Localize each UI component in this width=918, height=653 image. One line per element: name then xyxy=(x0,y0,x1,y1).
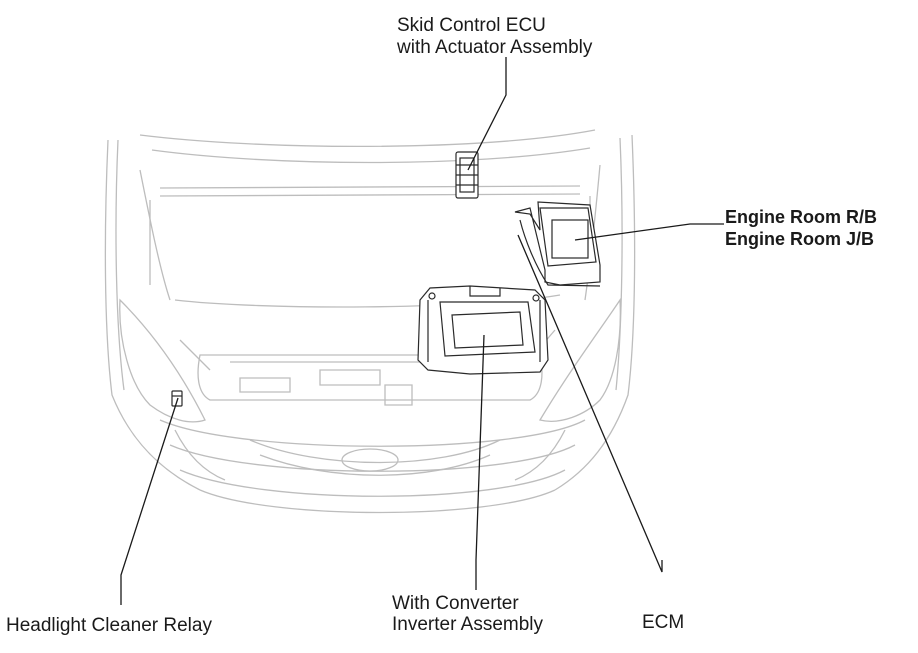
skid-control-ecu-component xyxy=(455,151,479,199)
headlight-cleaner-relay-component xyxy=(171,390,183,407)
leader-converter xyxy=(475,334,485,590)
leader-lines xyxy=(120,57,724,605)
label-converter-line2: Inverter Assembly xyxy=(392,614,543,635)
leader-ecm xyxy=(517,234,663,573)
label-converter-line1: With Converter xyxy=(392,593,519,614)
leader-engine-room xyxy=(574,223,724,241)
label-ecm: ECM xyxy=(642,612,685,633)
label-engine-room-jb: Engine Room J/B xyxy=(725,229,875,249)
converter-inverter-component xyxy=(417,285,549,375)
label-headlight-cleaner-relay: Headlight Cleaner Relay xyxy=(6,615,212,636)
engine-room-rb-jb-component xyxy=(514,201,601,287)
label-skid-control-ecu-line1: Skid Control ECU xyxy=(397,15,546,36)
car-outline xyxy=(104,129,636,514)
leader-headlight-relay xyxy=(120,397,179,605)
leader-skid-control-ecu xyxy=(467,57,507,171)
label-skid-control-ecu-line2: with Actuator Assembly xyxy=(397,37,593,58)
label-engine-room-rb: Engine Room R/B xyxy=(725,207,877,227)
